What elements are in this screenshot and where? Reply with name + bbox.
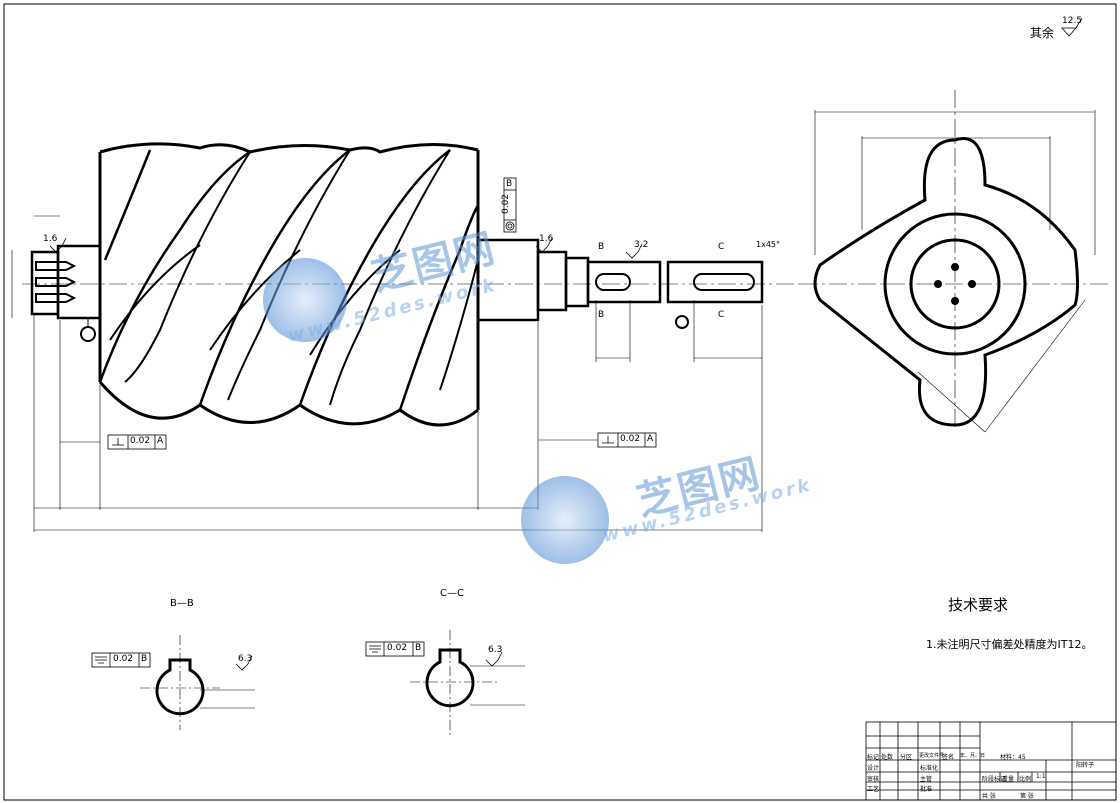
sym-c-datum: B (415, 643, 422, 653)
section-c-view (410, 630, 525, 735)
tb-row-mark: 标记 (867, 754, 880, 761)
tb-std-main: 主管 (920, 776, 933, 783)
roughness-keyway-value: 3.2 (634, 240, 649, 250)
runout-value: 0.02 (501, 193, 512, 215)
section-mark-b-bottom: B (598, 310, 605, 320)
rotor-end-view (800, 90, 1110, 433)
tb-design: 设计 (867, 765, 880, 772)
perp-right-value: 0.02 (620, 434, 641, 444)
tb-material: 材料：45 (1000, 754, 1026, 761)
section-mark-c-top: C (718, 242, 725, 252)
sym-c-value: 0.02 (387, 643, 408, 653)
tb-row-date: 年、月、日 (960, 753, 986, 759)
section-mark-b-top: B (598, 242, 605, 252)
tb-sheet-no: 第 张 (1020, 793, 1034, 800)
section-b-view (140, 635, 255, 730)
tolerance-frames (91, 177, 657, 668)
tolerance-symbols (95, 221, 614, 664)
rotor-main-view (22, 142, 800, 427)
roughness-left-value: 1.6 (43, 234, 58, 244)
title-block (865, 721, 1117, 801)
roughness-c-value: 6.3 (488, 645, 503, 655)
tb-standard: 标准化 (920, 765, 939, 772)
chamfer-label: 1x45° (756, 240, 781, 249)
tb-sheet-total: 共 张 (982, 793, 996, 800)
roughness-journal-value: 1.6 (539, 234, 554, 244)
tb-row-zone: 分区 (900, 754, 913, 761)
tb-row-doc: 更改文件号 (919, 753, 945, 759)
perp-right-datum: A (647, 434, 654, 444)
tb-ratio: 比例 (1019, 776, 1032, 783)
dimension-lines (11, 215, 763, 532)
tb-row-sign: 签名 (942, 754, 955, 761)
tech-req-title: 技术要求 (948, 596, 1009, 614)
tb-stage: 阶段标记 (982, 776, 1007, 783)
tb-weight: 重量 (1002, 776, 1015, 783)
section-c-title: C—C (440, 588, 464, 599)
tb-scale: 1:1 (1036, 773, 1046, 780)
sym-b-value: 0.02 (113, 654, 134, 664)
roughness-b-value: 6.3 (238, 654, 253, 664)
perp-left-value: 0.02 (130, 436, 151, 446)
section-mark-c-bottom: C (718, 310, 725, 320)
tech-req-item-1: 1.未注明尺寸偏差处精度为IT12。 (926, 638, 1093, 651)
tb-row-count: 处数 (881, 754, 894, 761)
tb-process: 工艺 (867, 786, 880, 793)
tb-part-name: 阳转子 (1076, 762, 1095, 769)
sym-b-datum: B (141, 654, 148, 664)
section-b-title: B—B (170, 598, 194, 609)
roughness-rest-value: 12.5 (1062, 16, 1083, 26)
runout-datum: B (506, 179, 513, 189)
roughness-rest-label: 其余 (1030, 26, 1055, 40)
perp-left-datum: A (157, 436, 164, 446)
tb-check: 审核 (867, 776, 880, 783)
watermark-logo (263, 258, 609, 564)
tb-approve: 批准 (920, 786, 933, 793)
drawing-border (3, 3, 1117, 801)
roughness-symbols (49, 17, 1083, 671)
